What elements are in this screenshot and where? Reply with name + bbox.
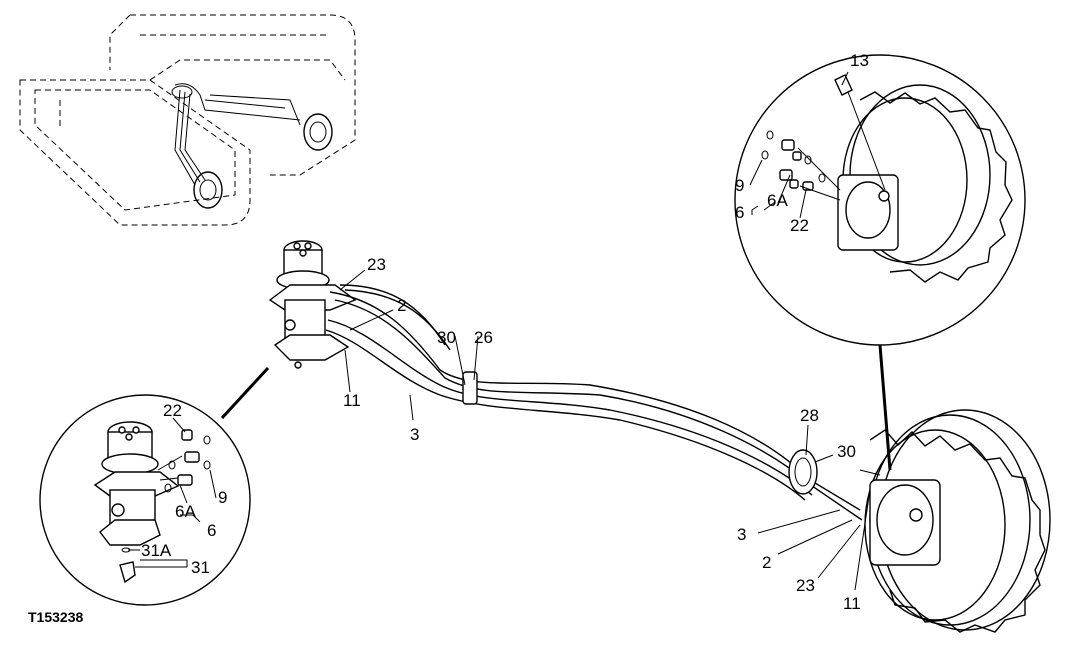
callout-6-top: 6 — [735, 203, 744, 222]
callout-23-motor: 23 — [796, 576, 815, 595]
callout-9-top: 9 — [735, 176, 744, 195]
detail-circle-motor — [734, 54, 1026, 346]
callout-30-left: 30 — [437, 328, 456, 347]
detail-circle-swivel — [39, 394, 251, 606]
callout-6-bottom: 6 — [207, 521, 216, 540]
callout-31a: 31A — [141, 541, 172, 560]
detail-pointers — [220, 344, 892, 471]
callout-28: 28 — [800, 406, 819, 425]
callout-13: 13 — [850, 51, 869, 70]
callout-11-swivel: 11 — [343, 391, 361, 410]
callout-2-motor: 2 — [762, 553, 771, 572]
callout-22-top: 22 — [790, 216, 809, 235]
callout-3-motor: 3 — [737, 525, 746, 544]
callout-9-bottom: 9 — [218, 488, 227, 507]
center-swivel-joint — [268, 240, 357, 369]
callout-30-right: 30 — [837, 442, 856, 461]
travel-motor-sprocket — [859, 409, 1051, 633]
undercarriage-overview — [19, 14, 356, 226]
callout-11-motor: 11 — [843, 594, 861, 613]
callout-31: 31 — [191, 558, 210, 577]
callout-22-bottom: 22 — [163, 401, 182, 420]
figure-id: T153238 — [28, 609, 83, 625]
hose-bundle — [325, 284, 863, 521]
leader-lines — [128, 71, 871, 591]
callout-23-swivel: 23 — [367, 255, 386, 274]
callout-6a-top: 6A — [767, 191, 788, 210]
callout-2-swivel: 2 — [397, 296, 406, 315]
callout-26: 26 — [474, 328, 493, 347]
callouts: 13 9 6 6A 22 23 2 30 26 11 3 28 30 3 2 2… — [141, 51, 869, 613]
callout-3-swivel: 3 — [410, 425, 419, 444]
callout-6a-bottom: 6A — [175, 502, 196, 521]
